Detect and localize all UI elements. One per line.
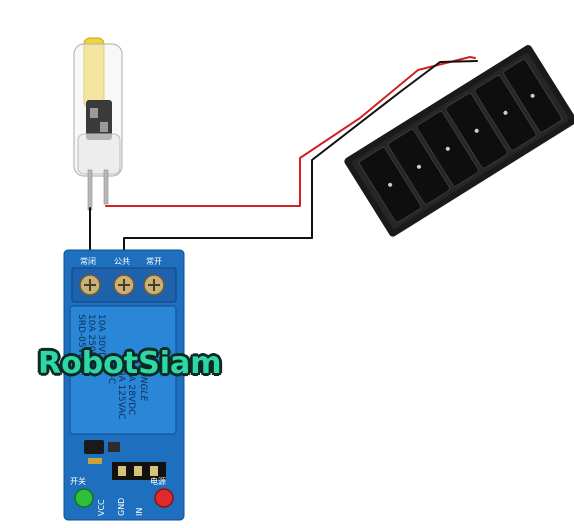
- led-green-indicator: [74, 488, 94, 508]
- relay-rating-1: 10A 250VAC: [86, 314, 96, 370]
- black-wire-battery: [123, 60, 478, 283]
- label-com: 公共: [114, 257, 130, 266]
- led-red-indicator: [154, 488, 174, 508]
- red-wire: [105, 56, 476, 207]
- label-switch: 开关: [70, 476, 86, 486]
- label-nc: 常闭: [80, 257, 96, 266]
- pin-vcc: VCC: [97, 499, 106, 516]
- relay-rating-2: 10A 30VDC: [96, 314, 106, 365]
- label-power: 电源: [150, 476, 166, 486]
- screw-terminals: [79, 274, 165, 296]
- robotsiam-watermark: RobotSiam: [38, 346, 222, 381]
- relay-rating-4: 10A 28VDC: [126, 364, 136, 415]
- relay-model-suffix: SL-C: [106, 364, 116, 384]
- pin-in: IN: [135, 508, 144, 516]
- battery-holder: [344, 45, 574, 237]
- relay-module: 常闭 公共 常开 10A 250VAC 10A 30VDC SRD-05VDC …: [63, 249, 185, 521]
- pin-gnd: GND: [117, 498, 126, 516]
- label-no: 常开: [146, 257, 162, 266]
- relay-model: SRD-05VDC: [76, 314, 86, 367]
- relay-brand: SONGLE: [138, 364, 148, 402]
- header-pins: [112, 462, 166, 480]
- relay-body: [69, 305, 177, 435]
- relay-rating-3: 10A 125VAC: [116, 364, 126, 420]
- led-bulb: [73, 37, 123, 211]
